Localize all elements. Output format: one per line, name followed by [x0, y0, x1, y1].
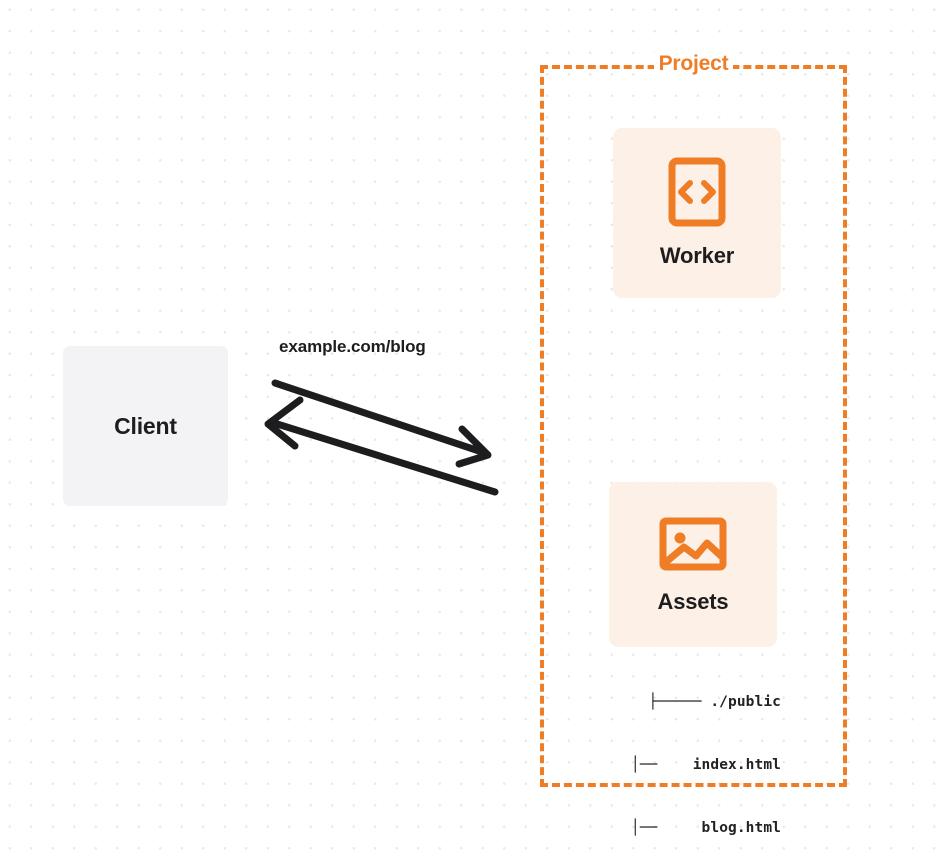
response-arrow — [264, 396, 499, 496]
client-node[interactable]: Client — [63, 346, 228, 506]
worker-node[interactable]: Worker — [613, 128, 781, 298]
file-tree-row: ├───── ./public — [648, 694, 781, 710]
worker-label: Worker — [659, 243, 735, 268]
project-title-text: Project — [653, 52, 734, 76]
image-icon — [659, 515, 727, 573]
assets-label: Assets — [657, 588, 729, 614]
code-brackets-icon — [668, 157, 726, 227]
file-tree-row: │── blog.html — [630, 820, 781, 836]
client-label: Client — [114, 412, 177, 439]
assets-file-tree: ├───── ./public │── index.html │── blog.… — [556, 650, 781, 860]
project-title: Project — [540, 52, 847, 76]
assets-node[interactable]: Assets — [609, 482, 777, 647]
request-arrow — [271, 379, 492, 468]
file-tree-row: │── index.html — [630, 757, 781, 773]
connection-label: example.com/blog — [279, 337, 426, 356]
